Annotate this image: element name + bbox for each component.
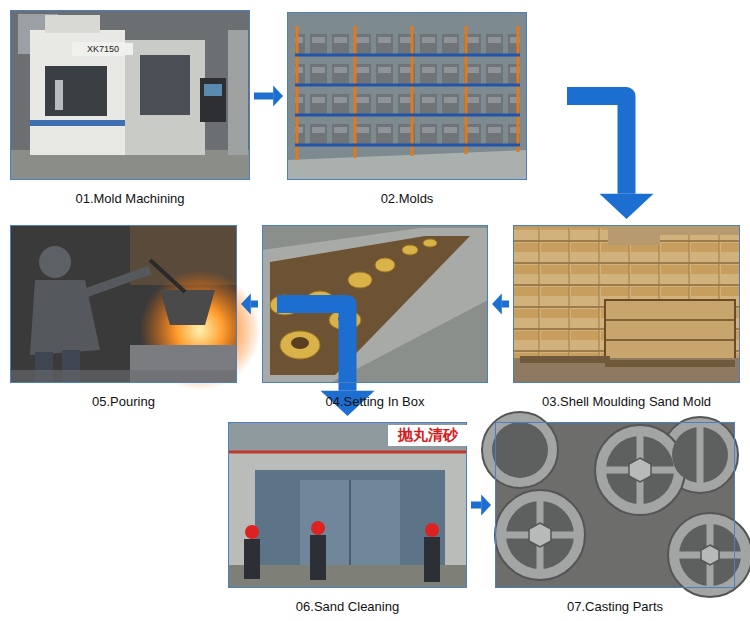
step-panel: 04.Setting In Box (262, 225, 488, 383)
flow-arrow (567, 96, 654, 219)
arrow-shaft (567, 96, 627, 194)
flow-arrow (471, 495, 491, 516)
step-panel: 03.Shell Moulding Sand Mold (513, 225, 740, 383)
arrow-head (492, 294, 502, 315)
step-panel: 05.Pouring (10, 225, 237, 383)
sand-mold-photo (513, 225, 740, 383)
warehouse-photo (287, 12, 527, 180)
step-caption: 07.Casting Parts (466, 599, 750, 614)
castings-photo (482, 412, 750, 597)
arrow-head (481, 495, 491, 516)
pouring-photo (10, 225, 260, 390)
step-panel: 07.Casting Parts (495, 422, 735, 588)
arrow-head (241, 294, 251, 315)
photo-text: XK7150 (73, 43, 133, 55)
arrow-shaft (471, 502, 481, 509)
arrow-head (600, 194, 654, 219)
step-caption: 01.Mold Machining (0, 191, 279, 206)
step-panel: 01.Mold Machining (10, 10, 250, 180)
flow-arrow (492, 294, 509, 315)
step-caption: 04.Setting In Box (233, 394, 517, 409)
step-panel: 06.Sand Cleaning (228, 422, 467, 588)
arrow-shaft (277, 304, 348, 391)
flow-arrow (254, 86, 283, 107)
step-panel: 02.Molds (287, 12, 527, 180)
blasting-photo (228, 422, 467, 588)
step-caption: 06.Sand Cleaning (199, 599, 496, 614)
photo-text: 抛丸清砂 (388, 425, 468, 446)
arrow-shaft (254, 93, 273, 100)
arrow-shaft (251, 301, 258, 308)
flow-arrow (241, 294, 258, 315)
step-caption: 02.Molds (258, 191, 556, 206)
machining-photo (10, 10, 250, 180)
arrow-head (273, 86, 283, 107)
step-caption: 03.Shell Moulding Sand Mold (484, 394, 750, 409)
step-caption: 05.Pouring (0, 394, 266, 409)
arrow-shaft (502, 301, 509, 308)
